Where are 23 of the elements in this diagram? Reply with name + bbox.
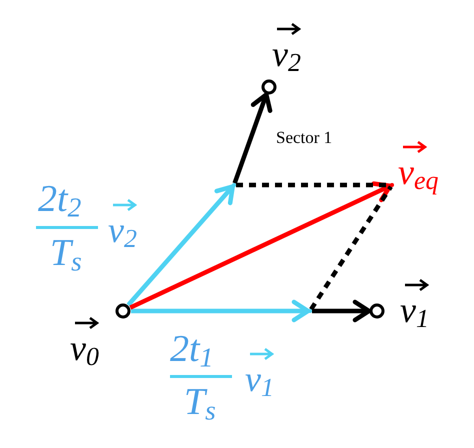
vector-label: v$_{0}$ [70, 330, 99, 370]
vector-label: v$_{1}$ [245, 361, 274, 402]
fraction-term: T$_{s}$ [184, 383, 216, 425]
vertex-point [232, 183, 236, 187]
vector-arrow [232, 92, 272, 184]
vector-label: v$_{eq}$ [398, 154, 438, 194]
fraction-term: T$_{s}$ [50, 234, 82, 276]
sector-label: Sector 1 [276, 128, 332, 148]
vector-label: v$_{2}$ [108, 212, 137, 252]
dashed-line [309, 185, 393, 311]
vertex-point [308, 309, 312, 313]
vector-arrow [312, 300, 372, 322]
vector-label: v$_{2}$ [272, 36, 301, 76]
vertex-point [390, 183, 394, 187]
fraction-term: 2t$_{2}$ [38, 180, 82, 222]
fraction-term: 2t$_{1}$ [170, 330, 214, 372]
vector-label: v$_{1}$ [400, 292, 429, 332]
vector-endpoint-circle [262, 80, 276, 94]
vector-arrow [129, 181, 392, 310]
vector-endpoint-circle [116, 304, 130, 318]
vector-endpoint-circle [370, 304, 384, 318]
vector-arrow [131, 300, 310, 322]
vector-arrow [126, 184, 235, 306]
